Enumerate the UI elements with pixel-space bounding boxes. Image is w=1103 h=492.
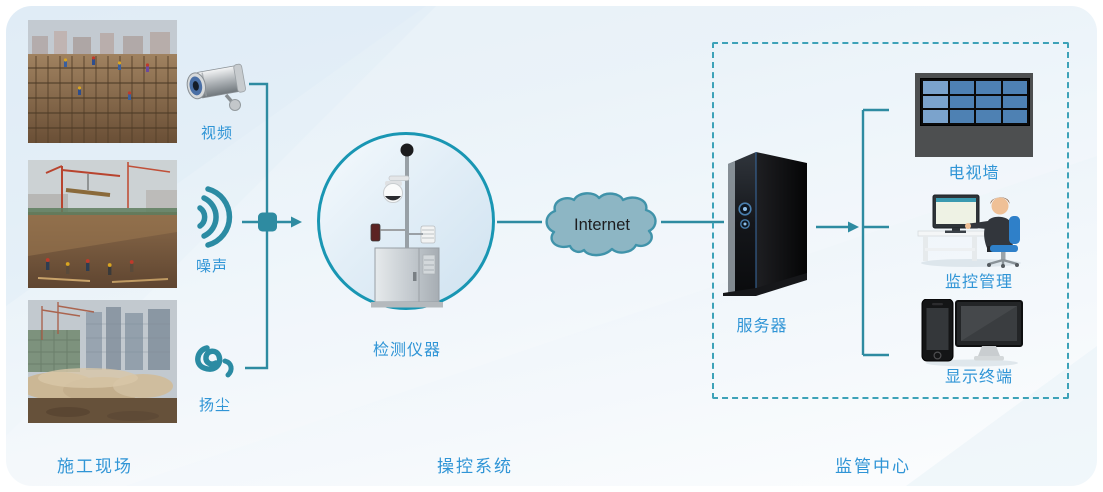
server-illustration [714, 146, 816, 296]
tv-screen-cell [949, 95, 974, 109]
monitoring-instrument-illustration [347, 140, 467, 310]
tv-screen-cell [976, 95, 1001, 109]
tv-screen-cell [976, 110, 1001, 123]
supervision-section-label: 监管中心 [835, 457, 911, 476]
control-section-label: 操控系统 [437, 457, 513, 476]
tv-screen-cell [1002, 81, 1027, 94]
tv-screen-cell [1002, 95, 1027, 109]
server-label: 服务器 [736, 318, 788, 335]
display-terminal-illustration [920, 299, 1024, 367]
tv-wall-label: 电视墙 [948, 165, 1000, 182]
site-section-label: 施工现场 [57, 457, 133, 476]
monitoring-workstation-illustration [916, 191, 1026, 268]
construction-site-photo-3 [28, 300, 177, 423]
instrument-arrowhead [291, 216, 302, 228]
cctv-camera-icon [182, 57, 254, 115]
noise-label: 噪声 [195, 258, 228, 275]
dust-swirl-icon [192, 341, 240, 379]
construction-site-photo-1 [28, 20, 177, 143]
branch-arrowhead [848, 221, 859, 233]
tv-screen-cell [923, 81, 948, 94]
display-label: 显示终端 [944, 369, 1013, 386]
tv-screen-cell [949, 110, 974, 123]
internet-cloud: Internet [542, 191, 663, 258]
construction-site-photo-2 [28, 160, 177, 288]
instrument-label: 检测仪器 [372, 342, 441, 359]
tv-wall-grid [920, 78, 1030, 126]
internet-label: Internet [574, 216, 630, 234]
video-label: 视频 [200, 125, 233, 142]
tv-screen-cell [923, 110, 948, 123]
sound-waves-icon [193, 186, 233, 248]
supervision-center-boundary [712, 42, 1069, 399]
tv-screen-cell [949, 81, 974, 94]
tv-screen-cell [923, 95, 948, 109]
tv-screen-cell [976, 81, 1001, 94]
dust-label: 扬尘 [198, 397, 231, 414]
tv-screen-cell [1002, 110, 1027, 123]
junction-node [258, 212, 277, 232]
monitoring-label: 监控管理 [944, 274, 1013, 291]
tv-wall-illustration [915, 73, 1033, 157]
